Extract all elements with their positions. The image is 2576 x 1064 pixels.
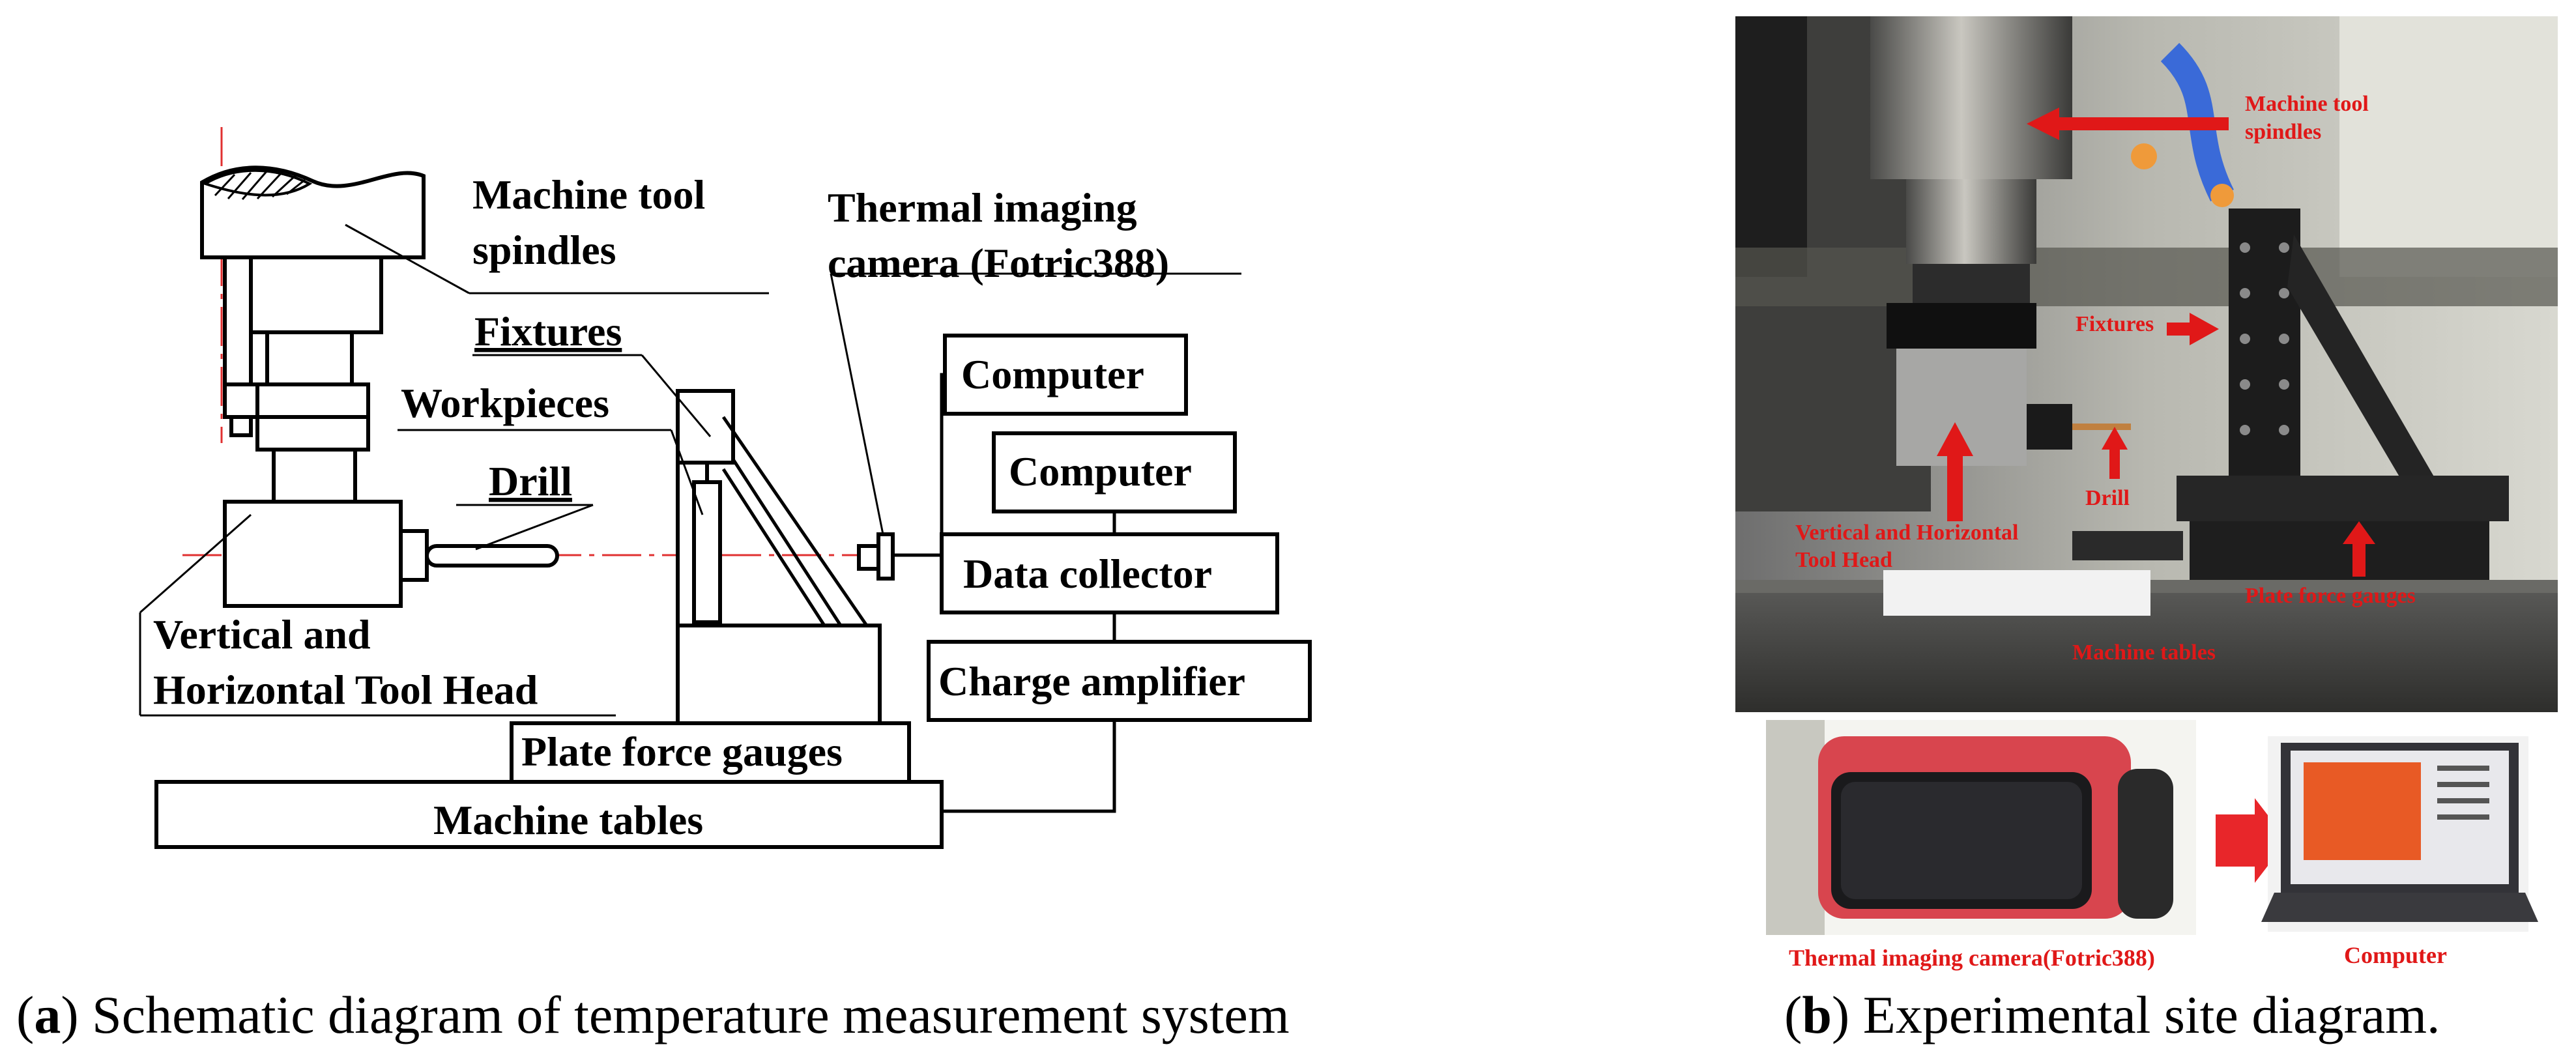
computer-1-label: Computer bbox=[961, 351, 1144, 397]
label-workpieces: Workpieces bbox=[401, 380, 609, 426]
leader-lines bbox=[139, 223, 769, 717]
camera-drawing bbox=[830, 272, 1241, 581]
computer-2-label: Computer bbox=[1009, 448, 1192, 495]
tool-head-block bbox=[223, 500, 403, 608]
site-photo-panel: Machine tool spindles Fixtures Drill Ver… bbox=[1735, 16, 2558, 1044]
photo-label-tool-head-2: Tool Head bbox=[1795, 548, 1892, 572]
label-camera-line1: Thermal imaging bbox=[828, 184, 1137, 231]
plate-force-gauges-label: Plate force gauges bbox=[521, 728, 843, 775]
fixture-drawing bbox=[154, 389, 944, 849]
label-tool-head-line2: Horizontal Tool Head bbox=[153, 667, 538, 713]
machine-tables-label: Machine tables bbox=[433, 797, 703, 843]
caption-a-letter: a bbox=[34, 985, 61, 1044]
label-drill: Drill bbox=[489, 458, 572, 504]
photo-label-computer: Computer bbox=[2344, 942, 2447, 968]
label-spindles-line1: Machine tool bbox=[472, 171, 705, 218]
label-spindles-line2: spindles bbox=[472, 227, 616, 273]
caption-a: (a) Schematic diagram of temperature mea… bbox=[16, 985, 1290, 1044]
photo-label-machine-tables: Machine tables bbox=[2072, 640, 2216, 665]
photo-label-spindles-1: Machine tool bbox=[2245, 92, 2369, 116]
label-fixtures: Fixtures bbox=[474, 308, 622, 354]
spindle-drawing bbox=[200, 165, 559, 608]
photo-label-plate-force: Plate force gauges bbox=[2245, 584, 2416, 608]
caption-b: (b) Experimental site diagram. bbox=[1784, 985, 2440, 1044]
photo-label-tool-head-1: Vertical and Horizontal bbox=[1795, 521, 2019, 545]
caption-b-letter: b bbox=[1802, 985, 1832, 1044]
label-tool-head-line1: Vertical and bbox=[153, 611, 371, 657]
data-collector-label: Data collector bbox=[963, 551, 1212, 597]
instrument-boxes bbox=[927, 334, 1312, 813]
photo-label-drill: Drill bbox=[2085, 486, 2130, 510]
charge-amplifier-label: Charge amplifier bbox=[938, 658, 1245, 704]
photo-label-fixtures: Fixtures bbox=[2076, 312, 2154, 336]
label-camera-line2: camera (Fotric388) bbox=[828, 240, 1169, 286]
photo-arrows bbox=[1937, 108, 2375, 577]
caption-b-text: Experimental site diagram. bbox=[1849, 985, 2440, 1044]
photo-label-spindles-2: spindles bbox=[2245, 120, 2321, 144]
machine-table-box bbox=[154, 780, 944, 849]
caption-a-text: Schematic diagram of temperature measure… bbox=[79, 985, 1290, 1044]
photo-label-camera: Thermal imaging camera(Fotric388) bbox=[1789, 945, 2155, 971]
schematic-panel: Machine tool spindles Thermal imaging ca… bbox=[16, 127, 1312, 1044]
